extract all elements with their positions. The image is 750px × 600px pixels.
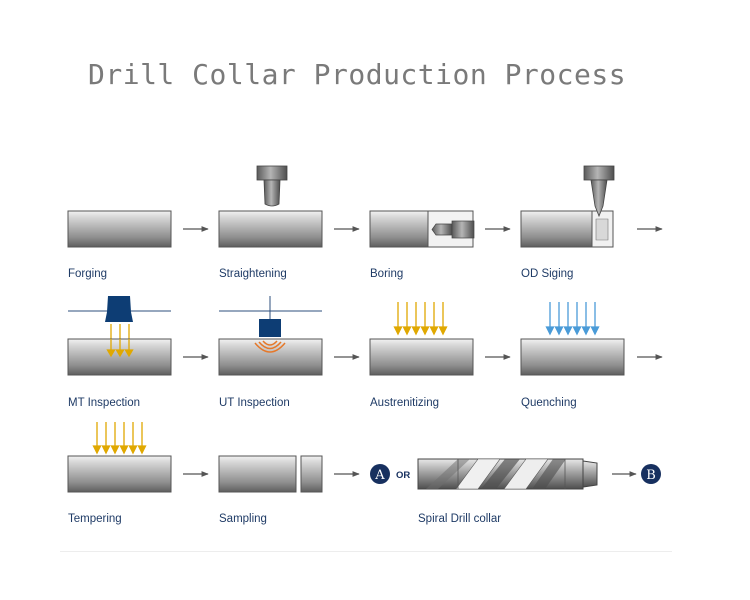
badge-a-label: A: [374, 468, 385, 483]
step-label-forging: Forging: [68, 268, 107, 280]
step-label-sampling: Sampling: [219, 513, 267, 525]
cool-arrows: [545, 302, 600, 336]
step-label-quenching: Quenching: [521, 397, 577, 409]
ut-wave-icon: [254, 340, 286, 353]
step-label-tempering: Tempering: [68, 513, 122, 525]
step-label-spiral-drill-collar: Spiral Drill collar: [418, 513, 502, 525]
bar-sampling-sample: [300, 455, 323, 493]
bar-quenching: [520, 338, 625, 376]
step-label-austrenitizing: Austrenitizing: [370, 397, 440, 409]
mt-particle-arrows-front: [106, 339, 134, 358]
step-label-boring: Boring: [370, 268, 404, 280]
badge-a: [370, 464, 390, 484]
tempering-heat-arrows: [92, 422, 147, 455]
bar-austrenitizing: [369, 338, 474, 376]
bottom-divider: [60, 551, 672, 552]
ultrasonic-probe-icon: [259, 319, 281, 337]
bar-straightening: [218, 210, 323, 248]
step-label-straightening: Straightening: [219, 268, 287, 280]
or-label: OR: [396, 470, 410, 481]
bar-sampling-main: [218, 455, 297, 493]
bar-tempering: [67, 455, 172, 493]
step-label-od-siging: OD Siging: [521, 268, 574, 280]
badge-b-label: B: [646, 468, 656, 483]
heat-arrows: [393, 302, 448, 336]
chamfer-face: [595, 218, 609, 241]
page-title: Drill Collar Production Process: [88, 58, 627, 91]
spiral-drill-collar: [417, 458, 598, 490]
magnet-probe-icon: [105, 296, 133, 322]
marking-tool-icon: [583, 165, 615, 218]
bar-forging: [67, 210, 172, 248]
drill-bit-icon: [431, 220, 475, 239]
badge-b: [641, 464, 661, 484]
step-label-ut-inspection: UT Inspection: [219, 397, 290, 409]
step-label-mt-inspection: MT Inspection: [68, 397, 141, 409]
press-icon: [256, 165, 288, 207]
